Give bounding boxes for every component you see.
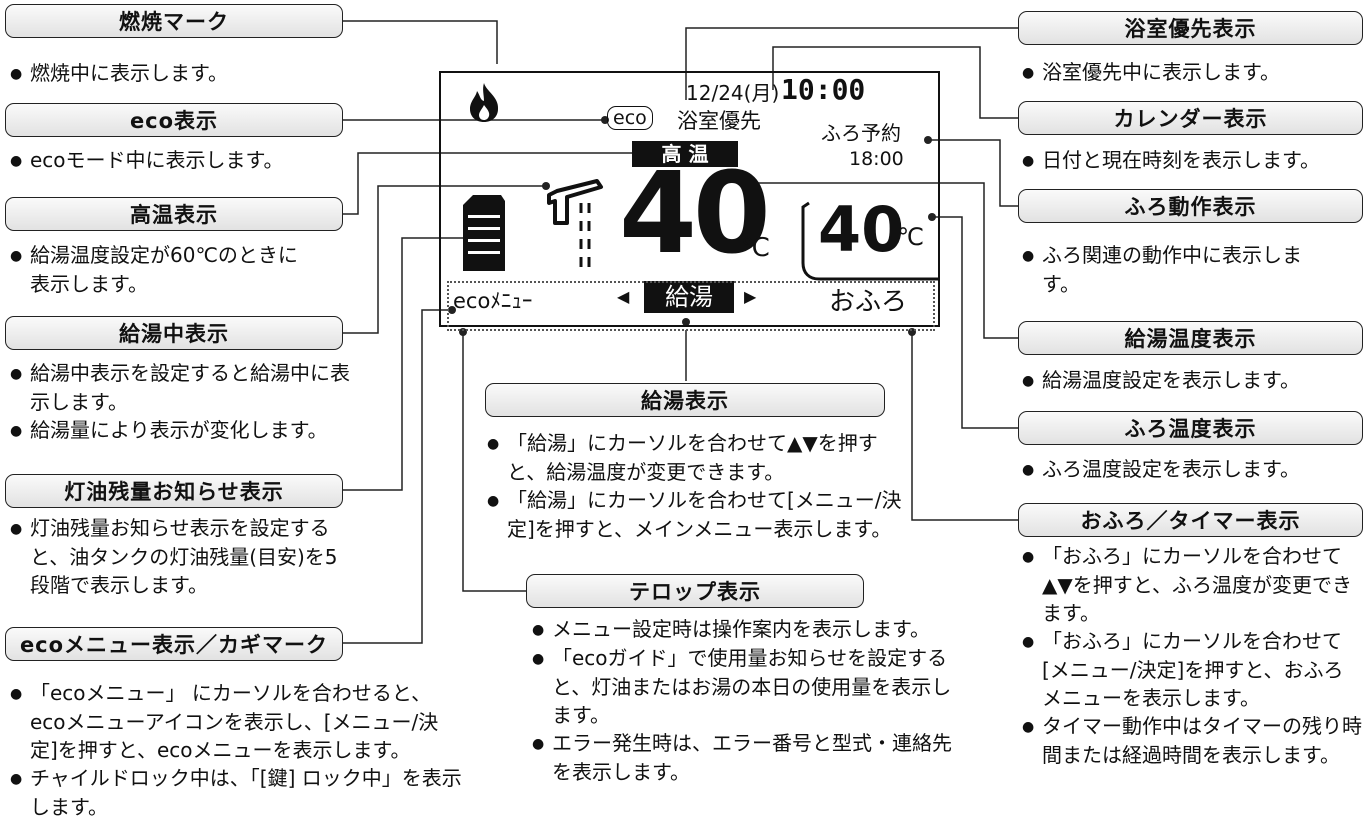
oil-tank-icon <box>463 195 505 271</box>
menu-ofuro[interactable]: おふろ <box>829 287 908 317</box>
list-item: 「ecoメニュー」 にカーソルを合わせると、ecoメニューアイコンを表示し、[メ… <box>10 679 465 764</box>
ofuro-timer-desc: 「おふろ」にカーソルを合わせて▲▼を押すと、ふろ温度が変更できます。 「おふろ」… <box>1022 542 1362 769</box>
eco-badge: eco <box>607 106 653 130</box>
bath-temp-value: 40 <box>818 193 905 266</box>
bath-temp-unit: ℃ <box>897 223 924 251</box>
list-item: 給湯温度設定を表示します。 <box>1022 366 1367 395</box>
eco-display-label: eco表示 <box>5 103 343 137</box>
bath-action-label: ふろ動作表示 <box>1018 189 1363 223</box>
list-item: 「給湯」にカーソルを合わせて[メニュー/決定]を押すと、メインメニュー表示します… <box>487 486 907 543</box>
flame-icon <box>470 83 499 122</box>
list-item: 「給湯」にカーソルを合わせて▲▼を押すと、給湯温度が変更できます。 <box>487 429 907 486</box>
supply-temp-desc: 給湯温度設定を表示します。 <box>1022 366 1367 395</box>
remote-screen: 12/24(月) 10:00 eco 浴室優先 ふろ予約 18:00 高 温 4… <box>439 71 940 327</box>
faucet-icon <box>547 179 603 267</box>
arrow-left-icon[interactable]: ◀ <box>617 287 630 306</box>
list-item: ふろ温度設定を表示します。 <box>1022 455 1367 484</box>
bath-priority-text: 浴室優先 <box>677 109 761 133</box>
list-item: 給湯中表示を設定すると給湯中に表示します。 <box>10 359 350 416</box>
telop-area <box>447 281 935 331</box>
supplying-display-desc: 給湯中表示を設定すると給湯中に表示します。 給湯量により表示が変化します。 <box>10 359 350 445</box>
calendar-display-desc: 日付と現在時刻を表示します。 <box>1022 146 1367 175</box>
menu-eco[interactable]: ecoﾒﾆｭｰ <box>453 289 533 313</box>
list-item: 燃焼中に表示します。 <box>10 59 340 88</box>
list-item: 浴室優先中に表示します。 <box>1022 58 1367 87</box>
bath-tub-icon <box>801 201 939 281</box>
list-item: ecoモード中に表示します。 <box>10 146 340 175</box>
telop-display-desc: メニュー設定時は操作案内を表示します。 「ecoガイド」で使用量お知らせを設定す… <box>532 615 952 786</box>
bath-temp-label: ふろ温度表示 <box>1018 411 1363 445</box>
list-item: タイマー動作中はタイマーの残り時間または経過時間を表示します。 <box>1022 712 1362 769</box>
list-item: 「ecoガイド」で使用量お知らせを設定すると、灯油またはお湯の本日の使用量を表示… <box>532 644 952 729</box>
bath-temp-desc: ふろ温度設定を表示します。 <box>1022 455 1367 484</box>
list-item: 灯油残量お知らせ表示を設定すると、油タンクの灯油残量(目安)を5段階で表示します… <box>10 514 350 599</box>
list-item: 「おふろ」にカーソルを合わせて[メニュー/決定]を押すと、おふろメニューを表示し… <box>1022 627 1362 712</box>
list-item: 「おふろ」にカーソルを合わせて▲▼を押すと、ふろ温度が変更できます。 <box>1022 542 1362 627</box>
calendar-display-label: カレンダー表示 <box>1018 101 1363 135</box>
kerosene-display-desc: 灯油残量お知らせ表示を設定すると、油タンクの灯油残量(目安)を5段階で表示します… <box>10 514 350 599</box>
kerosene-display-label: 灯油残量お知らせ表示 <box>5 474 343 508</box>
bath-reserve-text: ふろ予約 <box>821 121 901 145</box>
eco-menu-key-label: ecoメニュー表示／カギマーク <box>5 627 343 661</box>
ofuro-timer-label: おふろ／タイマー表示 <box>1018 503 1363 537</box>
list-item: メニュー設定時は操作案内を表示します。 <box>532 615 952 644</box>
flame-mark-desc: 燃焼中に表示します。 <box>10 59 340 88</box>
telop-display-label: テロップ表示 <box>526 574 864 608</box>
arrow-right-icon[interactable]: ▶ <box>744 287 757 306</box>
date-text: 12/24(月) <box>686 81 780 105</box>
supply-temp-label: 給湯温度表示 <box>1018 321 1363 355</box>
supply-temp-unit: ℃ <box>741 233 771 263</box>
list-item: ふろ関連の動作中に表示します。 <box>1022 241 1302 298</box>
bath-priority-desc: 浴室優先中に表示します。 <box>1022 58 1367 87</box>
list-item: エラー発生時は、エラー番号と型式・連絡先を表示します。 <box>532 729 952 786</box>
list-item: 給湯量により表示が変化します。 <box>10 416 350 445</box>
bath-priority-label: 浴室優先表示 <box>1018 11 1363 45</box>
reserve-time-text: 18:00 <box>849 148 904 170</box>
list-item: 日付と現在時刻を表示します。 <box>1022 146 1367 175</box>
flame-mark-label: 燃焼マーク <box>5 4 343 38</box>
hightemp-display-label: 高温表示 <box>5 197 343 231</box>
eco-display-desc: ecoモード中に表示します。 <box>10 146 340 175</box>
bath-action-desc: ふろ関連の動作中に表示します。 <box>1022 241 1302 298</box>
supply-temp-value: 40 <box>619 149 771 279</box>
hightemp-display-desc: 給湯温度設定が60℃のときに表示します。 <box>10 241 310 298</box>
time-text: 10:00 <box>781 73 866 106</box>
supplying-display-label: 給湯中表示 <box>5 316 343 350</box>
supply-display-label: 給湯表示 <box>485 383 885 417</box>
list-item: 給湯温度設定が60℃のときに表示します。 <box>10 241 310 298</box>
menu-supply[interactable]: 給湯 <box>644 281 734 313</box>
hightemp-badge: 高 温 <box>632 141 738 167</box>
eco-menu-key-desc: 「ecoメニュー」 にカーソルを合わせると、ecoメニューアイコンを表示し、[メ… <box>10 679 465 821</box>
supply-display-desc: 「給湯」にカーソルを合わせて▲▼を押すと、給湯温度が変更できます。 「給湯」にカ… <box>487 429 907 543</box>
list-item: チャイルドロック中は、「[鍵] ロック中」を表示します。 <box>10 764 465 821</box>
